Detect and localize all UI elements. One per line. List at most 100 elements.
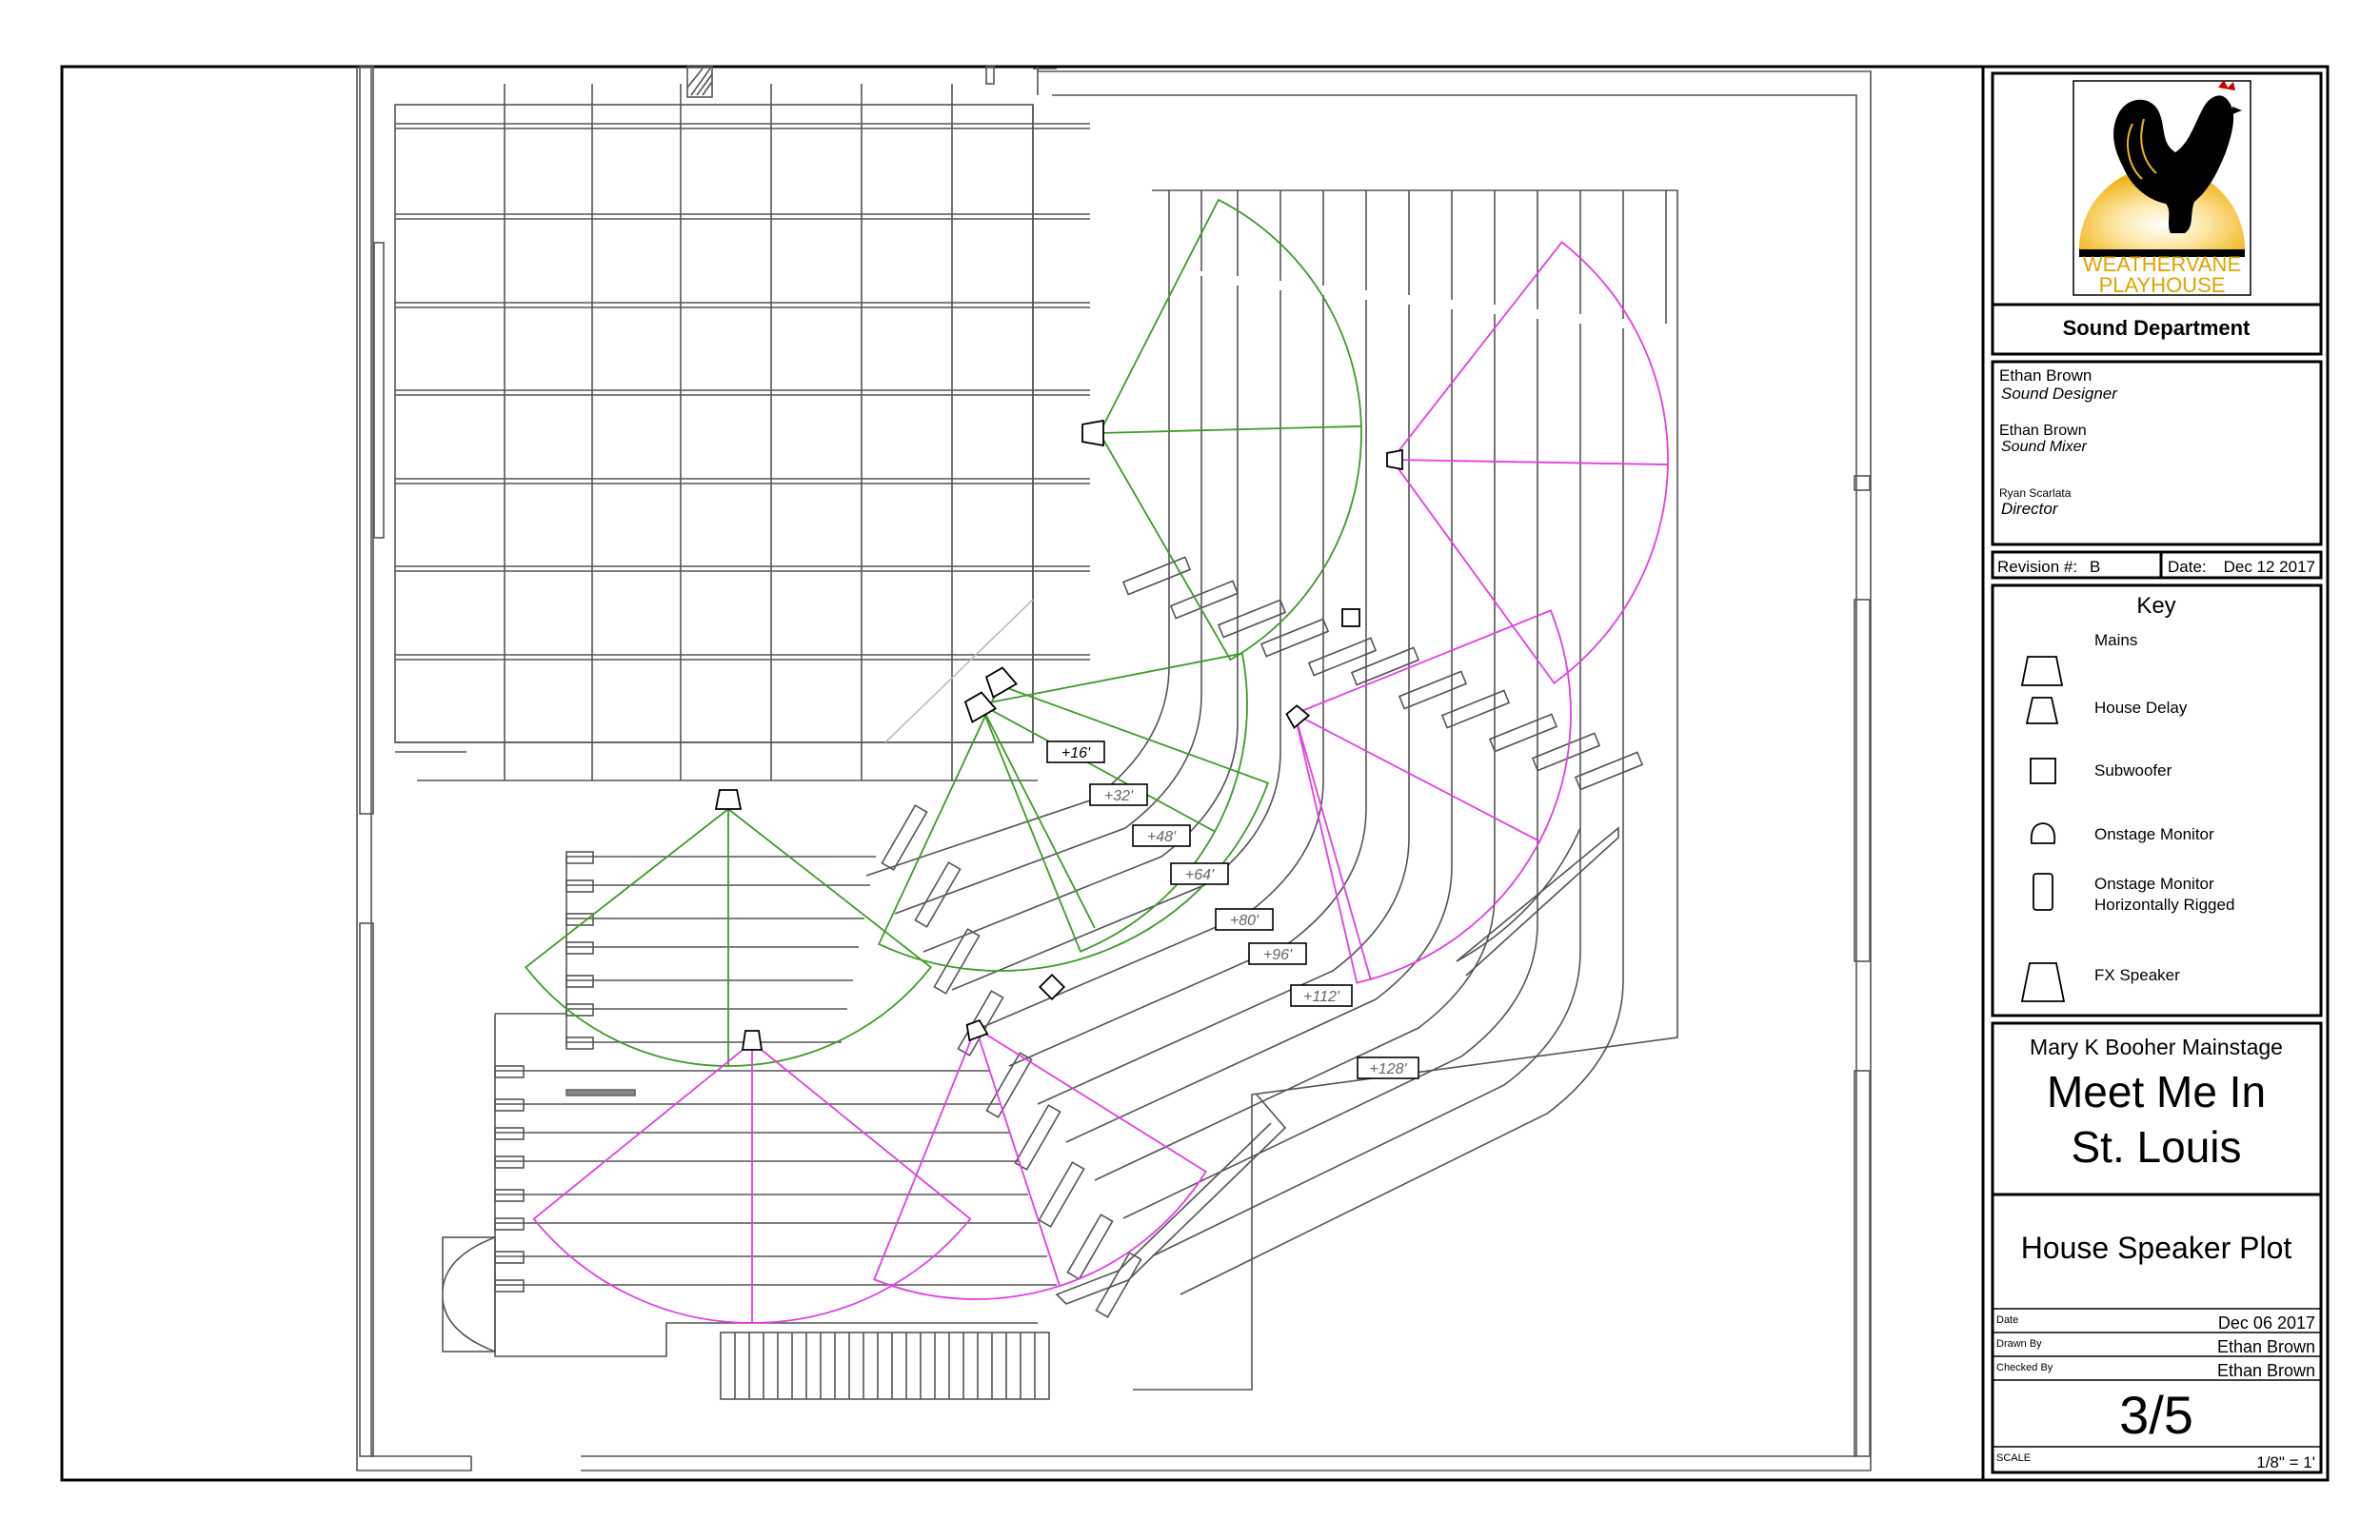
elevation-tag-label: +64' (1185, 867, 1215, 883)
coverage-fan (873, 1026, 1207, 1300)
seat-block (933, 928, 981, 995)
seat-block (985, 1052, 1033, 1118)
elevation-tag (1089, 783, 1148, 806)
stair-outline (720, 1332, 1050, 1400)
riser-step (494, 1098, 525, 1112)
key-label: FX Speaker (2094, 966, 2180, 984)
seat-row (922, 286, 1239, 953)
seat-row (1456, 827, 1581, 962)
coverage-fan (878, 683, 1270, 972)
riser-step (494, 1155, 525, 1169)
speakers (714, 419, 1403, 1051)
stage-grid (394, 84, 1090, 781)
key-label: Subwoofer (2094, 761, 2172, 780)
building-walls (356, 66, 1872, 1471)
department-label: Sound Department (2063, 316, 2251, 340)
house-delay-icon (1285, 704, 1311, 729)
elevation-tag (1170, 862, 1229, 885)
logo-line1: WEATHERVANE (2083, 252, 2241, 276)
elevation-tag-label: +80' (1230, 913, 1259, 929)
balcony-rail (1456, 826, 1619, 977)
seat-row (1151, 324, 1581, 1257)
sheet-number: 3/5 (2119, 1385, 2193, 1445)
riser-step (565, 913, 594, 926)
subwoofer-icon (1038, 973, 1066, 1001)
fx-speaker-icon (984, 666, 1019, 699)
seat-row (1008, 300, 1367, 1067)
drawn-by-value: Ethan Brown (2217, 1337, 2315, 1356)
seat-block (1398, 670, 1468, 710)
riser-step (494, 1065, 525, 1078)
house-left-risers (494, 851, 1057, 1352)
coverage-fan (1390, 241, 1669, 684)
seat-row (894, 276, 1202, 915)
seat-block (957, 990, 1004, 1056)
seat-block (1038, 1161, 1085, 1228)
credit-name: Ryan Scarlata (1999, 486, 2072, 500)
subwoofer-icon (1341, 608, 1360, 627)
scale-label: SCALE (1996, 1452, 2031, 1464)
fx-speaker-icon (2020, 962, 2066, 1002)
scale-value: 1/8" = 1' (2256, 1453, 2315, 1471)
seat-block (1440, 689, 1511, 729)
elevation-tag-label: +16' (1061, 745, 1091, 761)
seat-block (1121, 556, 1192, 596)
revision-date-label: Date: (2168, 558, 2207, 576)
elevation-tag (1357, 1056, 1419, 1079)
seating (865, 190, 1667, 1318)
elevation-tag (1290, 984, 1353, 1007)
onstage-monitor-icon (2030, 822, 2056, 844)
coverage-axis (1294, 713, 1372, 981)
coverage-green (524, 198, 1362, 1067)
elevation-tag-label: +112' (1303, 989, 1340, 1005)
seat-block (1014, 1104, 1061, 1171)
riser-step (565, 1037, 594, 1050)
elevation-tag (1132, 824, 1191, 847)
credit-role: Sound Designer (2001, 385, 2118, 403)
sheet-border (60, 65, 2330, 1482)
seat-row (1122, 319, 1538, 1219)
elevation-tag (1248, 942, 1307, 965)
hatched-rail (565, 1089, 636, 1096)
riser-step (494, 1127, 525, 1140)
weathervane-logo: WEATHERVANE PLAYHOUSE (2073, 80, 2251, 297)
stage-outline (394, 104, 1034, 743)
seat-block (1095, 1252, 1142, 1318)
house-delay-icon (2025, 697, 2059, 724)
seat-block (1574, 751, 1644, 791)
checked-by-value: Ethan Brown (2217, 1361, 2315, 1380)
key-label: Onstage Monitor (2094, 825, 2214, 843)
mains-icon (714, 789, 743, 810)
subwoofer-icon (2030, 758, 2056, 784)
house-delay-icon (965, 1018, 989, 1042)
house-delay-icon (1386, 448, 1403, 471)
riser-step (494, 1279, 525, 1293)
seat-row (1180, 328, 1624, 1295)
riser-step (494, 1217, 525, 1231)
title-block (1991, 71, 2323, 1474)
seat-block (1169, 580, 1240, 620)
seat-block (1350, 646, 1420, 686)
coverage-axis (1294, 713, 1540, 842)
key-labels: Mains House Delay Subwoofer Onstage Moni… (2094, 631, 2234, 984)
revision-date-value: Dec 12 2017 (2224, 558, 2315, 576)
riser-step (494, 1251, 525, 1264)
coverage-axis (1099, 424, 1361, 434)
drawn-by-label: Drawn By (1996, 1338, 2042, 1350)
checked-by-label: Checked By (1996, 1362, 2053, 1373)
plot-name: House Speaker Plot (2021, 1231, 2292, 1265)
seat-block (1217, 599, 1287, 639)
riser-step (565, 879, 594, 893)
front-stairs (720, 1332, 1050, 1400)
seat-row (1065, 309, 1453, 1143)
riser-step (565, 851, 594, 864)
key-legend (2020, 656, 2066, 1002)
onstage-monitor-rigged-icon (2033, 873, 2053, 911)
logo-line2: PLAYHOUSE (2099, 273, 2226, 297)
elevation-tag (1215, 908, 1274, 931)
riser-step (565, 975, 594, 988)
coverage-fan (524, 807, 933, 1067)
riser-step (565, 1003, 594, 1017)
riser-step (494, 1189, 525, 1202)
